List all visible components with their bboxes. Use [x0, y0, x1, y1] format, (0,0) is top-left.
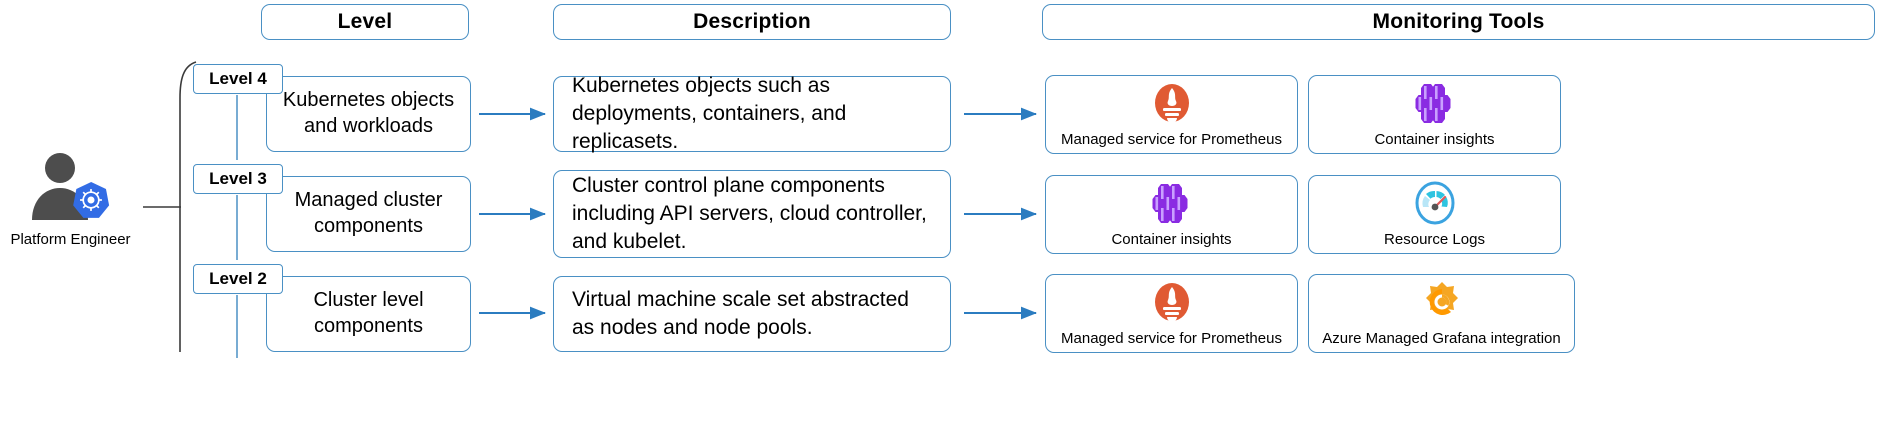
- tool-label: Container insights: [1111, 230, 1232, 248]
- prometheus-icon: [1153, 81, 1191, 125]
- description-box-2: Virtual machine scale set abstracted as …: [553, 276, 951, 352]
- persona-platform-engineer: Platform Engineer: [8, 150, 133, 248]
- description-box-4: Kubernetes objects such as deployments, …: [553, 74, 951, 153]
- description-box-4-label: Kubernetes objects such as deployments, …: [572, 74, 847, 153]
- persona-label: Platform Engineer: [10, 231, 131, 248]
- tool-card-container-insights-row2[interactable]: Container insights: [1045, 175, 1298, 254]
- level-box-4-label: Kubernetes objects and workloads: [282, 89, 455, 137]
- tool-card-managed-service-for-prometheus-row3[interactable]: Managed service for Prometheus: [1045, 274, 1298, 353]
- column-header-level-label: Level: [337, 10, 393, 33]
- column-header-description: Description: [553, 4, 951, 40]
- level-tag-2-label: Level 2: [209, 269, 267, 288]
- description-box-2-label: Virtual machine scale set abstracted as …: [572, 288, 909, 339]
- tool-card-managed-service-for-prometheus-row1[interactable]: Managed service for Prometheus: [1045, 75, 1298, 154]
- level-box-2-label: Cluster level components: [313, 289, 424, 337]
- level-tag-4-label: Level 4: [209, 69, 267, 88]
- column-header-description-label: Description: [693, 10, 811, 33]
- level-box-3: Managed cluster components: [266, 176, 471, 252]
- tool-label: Container insights: [1374, 130, 1495, 148]
- resource-logs-gauge-icon: [1414, 181, 1456, 225]
- person-with-kubernetes-icon: [32, 153, 110, 220]
- grafana-icon: [1421, 280, 1463, 324]
- description-box-3: Cluster control plane components includi…: [553, 170, 951, 258]
- tool-label: Azure Managed Grafana integration: [1322, 329, 1561, 347]
- description-box-3-label: Cluster control plane components includi…: [572, 174, 927, 253]
- tool-card-container-insights-row1[interactable]: Container insights: [1308, 75, 1561, 154]
- tool-card-resource-logs-row2[interactable]: Resource Logs: [1308, 175, 1561, 254]
- level-tag-4: Level 4: [193, 64, 283, 94]
- column-header-level: Level: [261, 4, 469, 40]
- level-tag-3: Level 3: [193, 164, 283, 194]
- level-box-3-label: Managed cluster components: [294, 189, 443, 237]
- tool-label: Managed service for Prometheus: [1061, 130, 1282, 148]
- tool-card-azure-managed-grafana-integration-row3[interactable]: Azure Managed Grafana integration: [1308, 274, 1575, 353]
- level-box-2: Cluster level components: [266, 276, 471, 352]
- container-insights-icon: [1150, 181, 1194, 225]
- level-box-4: Kubernetes objects and workloads: [266, 76, 471, 152]
- column-header-monitoring-tools-label: Monitoring Tools: [1372, 10, 1545, 33]
- container-insights-icon: [1413, 81, 1457, 125]
- tool-label: Resource Logs: [1384, 230, 1485, 248]
- level-tag-2: Level 2: [193, 264, 283, 294]
- level-tag-3-label: Level 3: [209, 169, 267, 188]
- column-header-monitoring-tools: Monitoring Tools: [1042, 4, 1875, 40]
- prometheus-icon: [1153, 280, 1191, 324]
- tool-label: Managed service for Prometheus: [1061, 329, 1282, 347]
